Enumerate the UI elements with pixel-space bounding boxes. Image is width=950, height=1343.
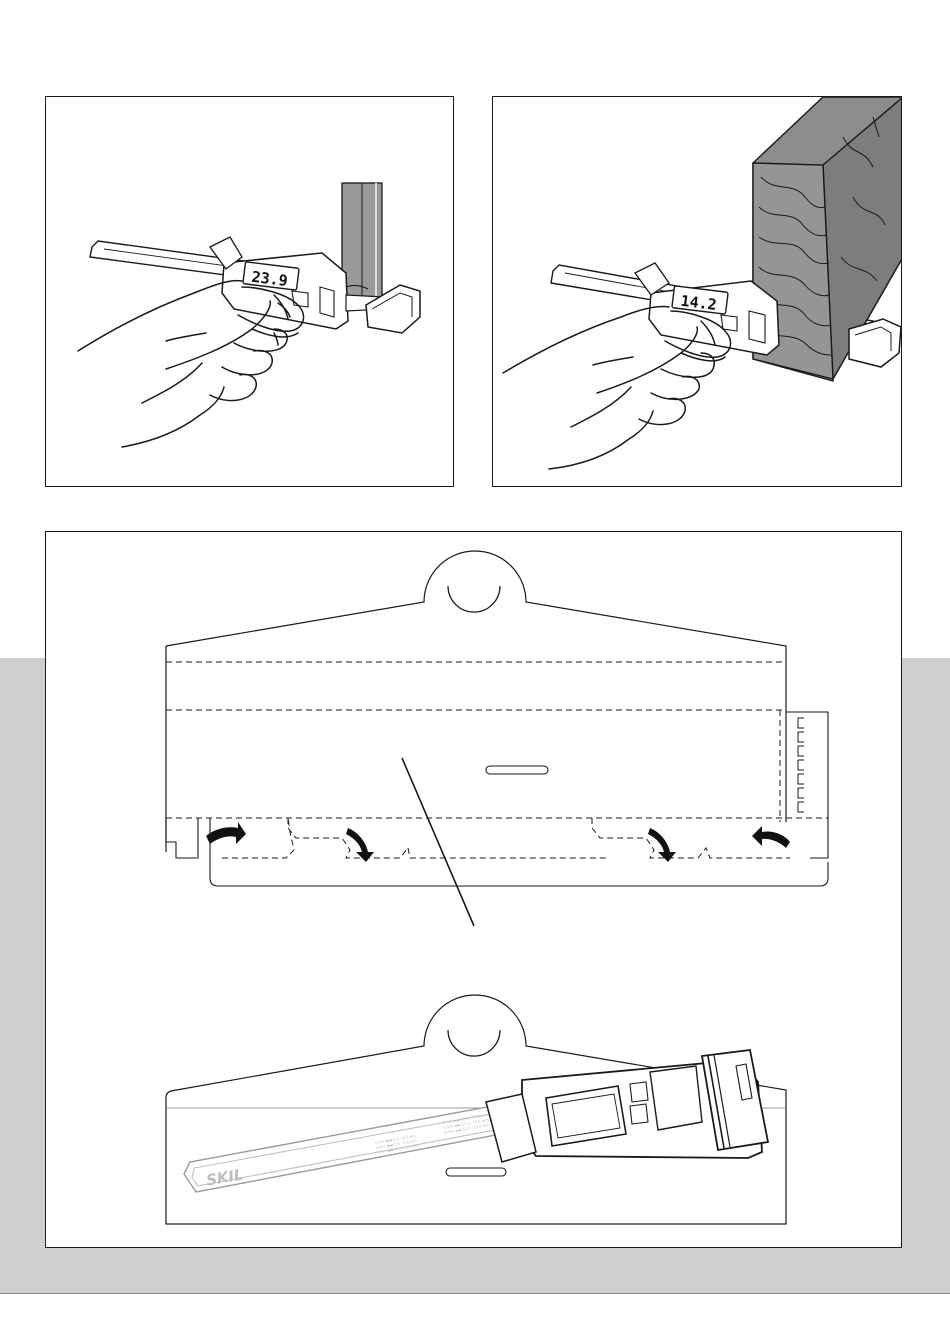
pointer-line (402, 758, 474, 926)
hand (78, 281, 304, 447)
figure-3-illustration: SKIL 2 mm ▬▬ 6,5 - 8,5 mm 3 mm ▬▬ 8,5 - … (46, 532, 902, 1248)
figure-3-packaging-card: SKIL 2 mm ▬▬ 6,5 - 8,5 mm 3 mm ▬▬ 8,5 - … (45, 531, 902, 1248)
figure-2-illustration: 14.2 (493, 97, 902, 487)
gauge-body: 23.9 (210, 237, 348, 329)
figure-2-measuring-wood: 14.2 (492, 96, 902, 487)
footer-rule (0, 1293, 950, 1294)
figure-1-measuring-rod: 23.9 (45, 96, 454, 487)
gauge-jaw (849, 319, 901, 367)
hanging-hole-icon (448, 586, 500, 612)
gray-band-right (902, 658, 950, 1290)
slot (486, 766, 548, 774)
gauge-in-package: SKIL 2 mm ▬▬ 6,5 - 8,5 mm 3 mm ▬▬ 8,5 - … (184, 1050, 768, 1192)
card-flat-layout (166, 551, 828, 926)
figure-1-illustration: 23.9 (46, 97, 454, 487)
curved-arrow-icon (206, 822, 790, 862)
gray-band-bottom (0, 1247, 950, 1294)
post (342, 183, 382, 303)
side-flap-teeth (798, 718, 804, 812)
gray-band-left (0, 658, 45, 1290)
